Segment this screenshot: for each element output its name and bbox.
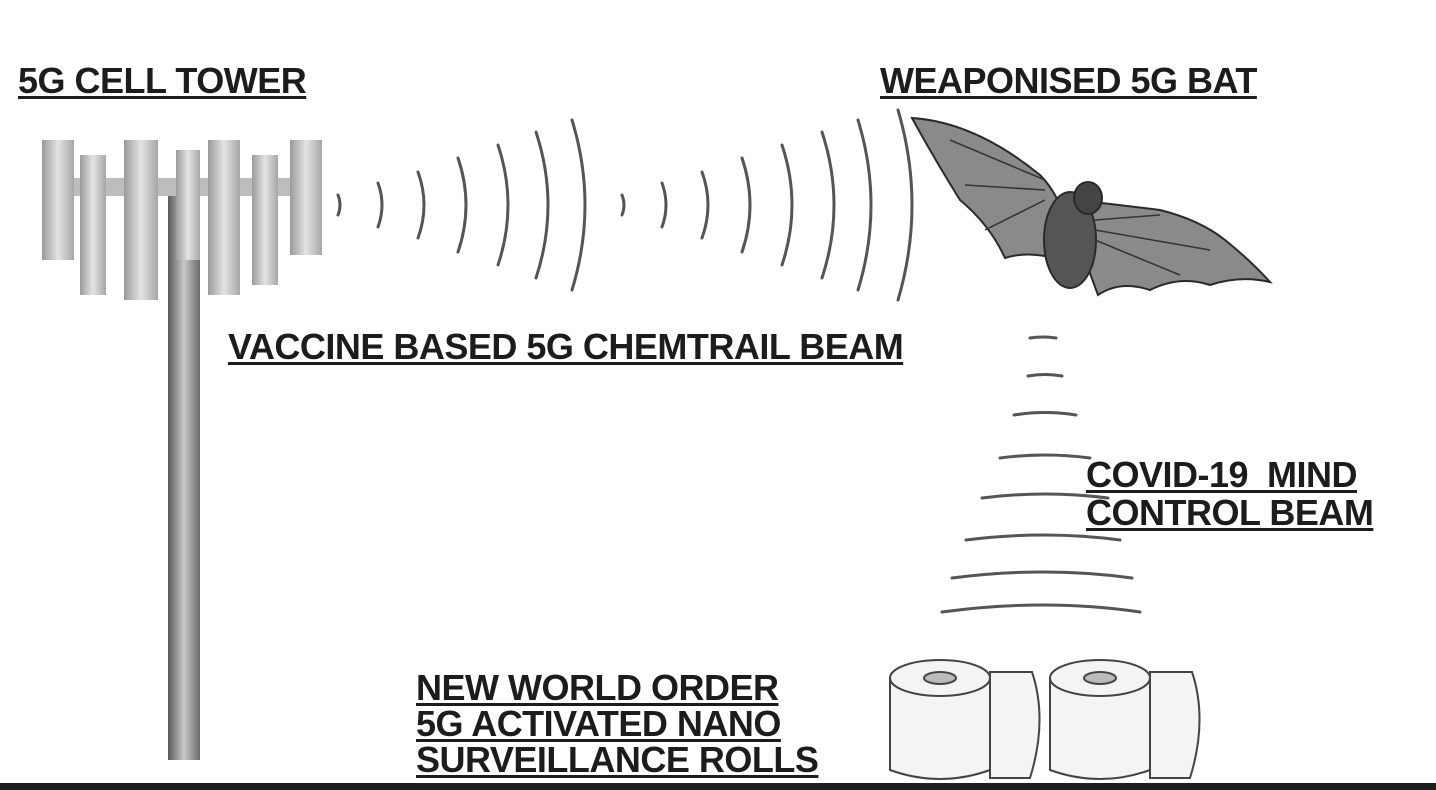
rolls-label-line3: SURVEILLANCE ROLLS [416, 739, 819, 780]
mind-control-beam-label: COVID-19 MIND CONTROL BEAM [1086, 454, 1374, 533]
mind-control-beam-label-line1: COVID-19 MIND [1086, 454, 1358, 495]
cell-tower-icon [42, 140, 322, 760]
bat-label: WEAPONISED 5G BAT [880, 60, 1257, 101]
bottom-border [0, 783, 1436, 790]
rolls-label-line1: NEW WORLD ORDER [416, 667, 779, 708]
cell-tower-label: 5G CELL TOWER [18, 60, 307, 101]
rolls-label-line2: 5G ACTIVATED NANO [416, 703, 781, 744]
chemtrail-beam-label: VACCINE BASED 5G CHEMTRAIL BEAM [228, 326, 904, 367]
rolls-label: NEW WORLD ORDER 5G ACTIVATED NANO SURVEI… [416, 667, 819, 780]
mind-control-beam-label-line2: CONTROL BEAM [1086, 492, 1374, 533]
